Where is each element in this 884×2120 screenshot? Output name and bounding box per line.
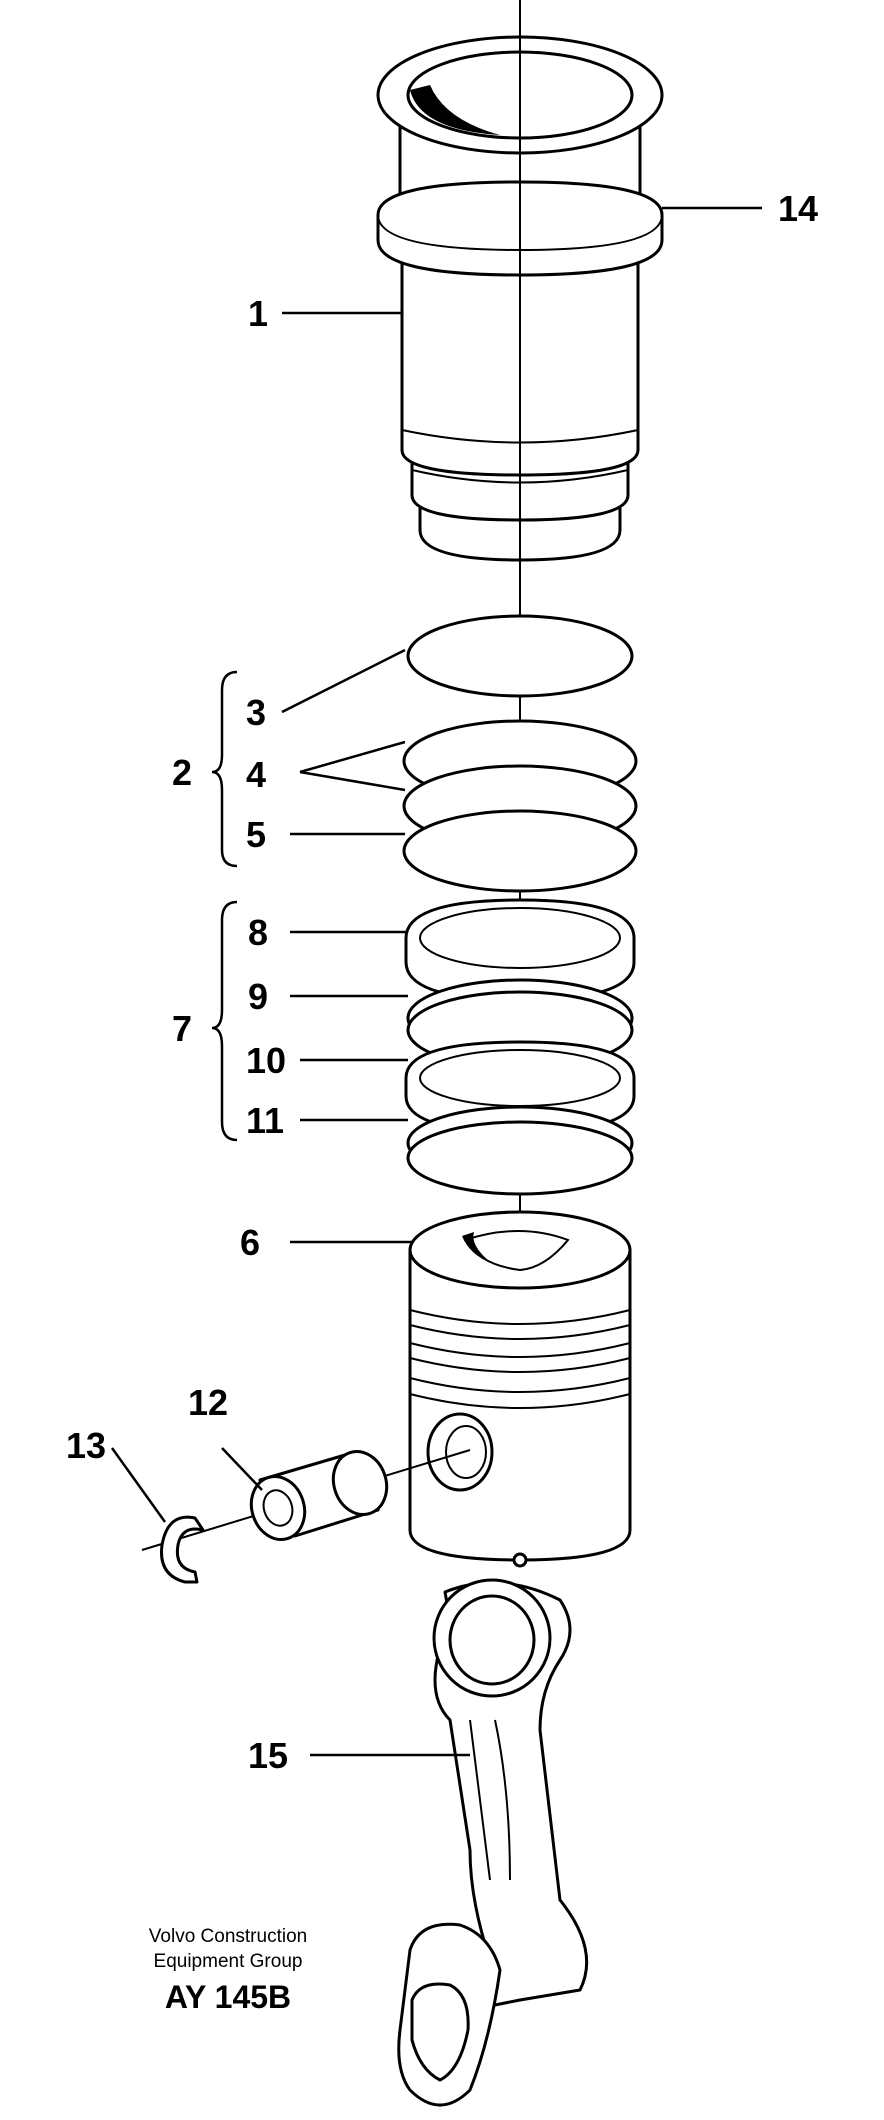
callout-3: 3 [246,692,266,733]
drawing-code: AY 145B [165,1979,291,2015]
callout-6: 6 [240,1222,260,1263]
leader-lines [110,206,762,1757]
callout-4: 4 [246,754,266,795]
callout-11: 11 [246,1100,284,1141]
seal-ring-group [402,614,638,893]
callout-8: 8 [248,912,268,953]
callout-2: 2 [172,752,192,793]
callout-12: 12 [188,1382,228,1423]
callout-10: 10 [246,1040,286,1081]
piston-pin [249,1450,389,1541]
group-2-brace [211,670,238,868]
callout-14: 14 [778,188,818,229]
group-7-brace [211,900,238,1142]
piston [408,1210,632,1562]
company-line-2: Equipment Group [154,1951,303,1972]
callout-5: 5 [246,814,266,855]
callout-7: 7 [172,1008,192,1049]
company-line-1: Volvo Construction [149,1926,307,1947]
piston-ring-set [404,898,636,1196]
connecting-rod [397,1552,589,2107]
callout-15: 15 [248,1735,288,1776]
snap-ring [159,1515,205,1584]
callout-1: 1 [248,293,268,334]
callout-9: 9 [248,976,268,1017]
callout-13: 13 [66,1425,106,1466]
